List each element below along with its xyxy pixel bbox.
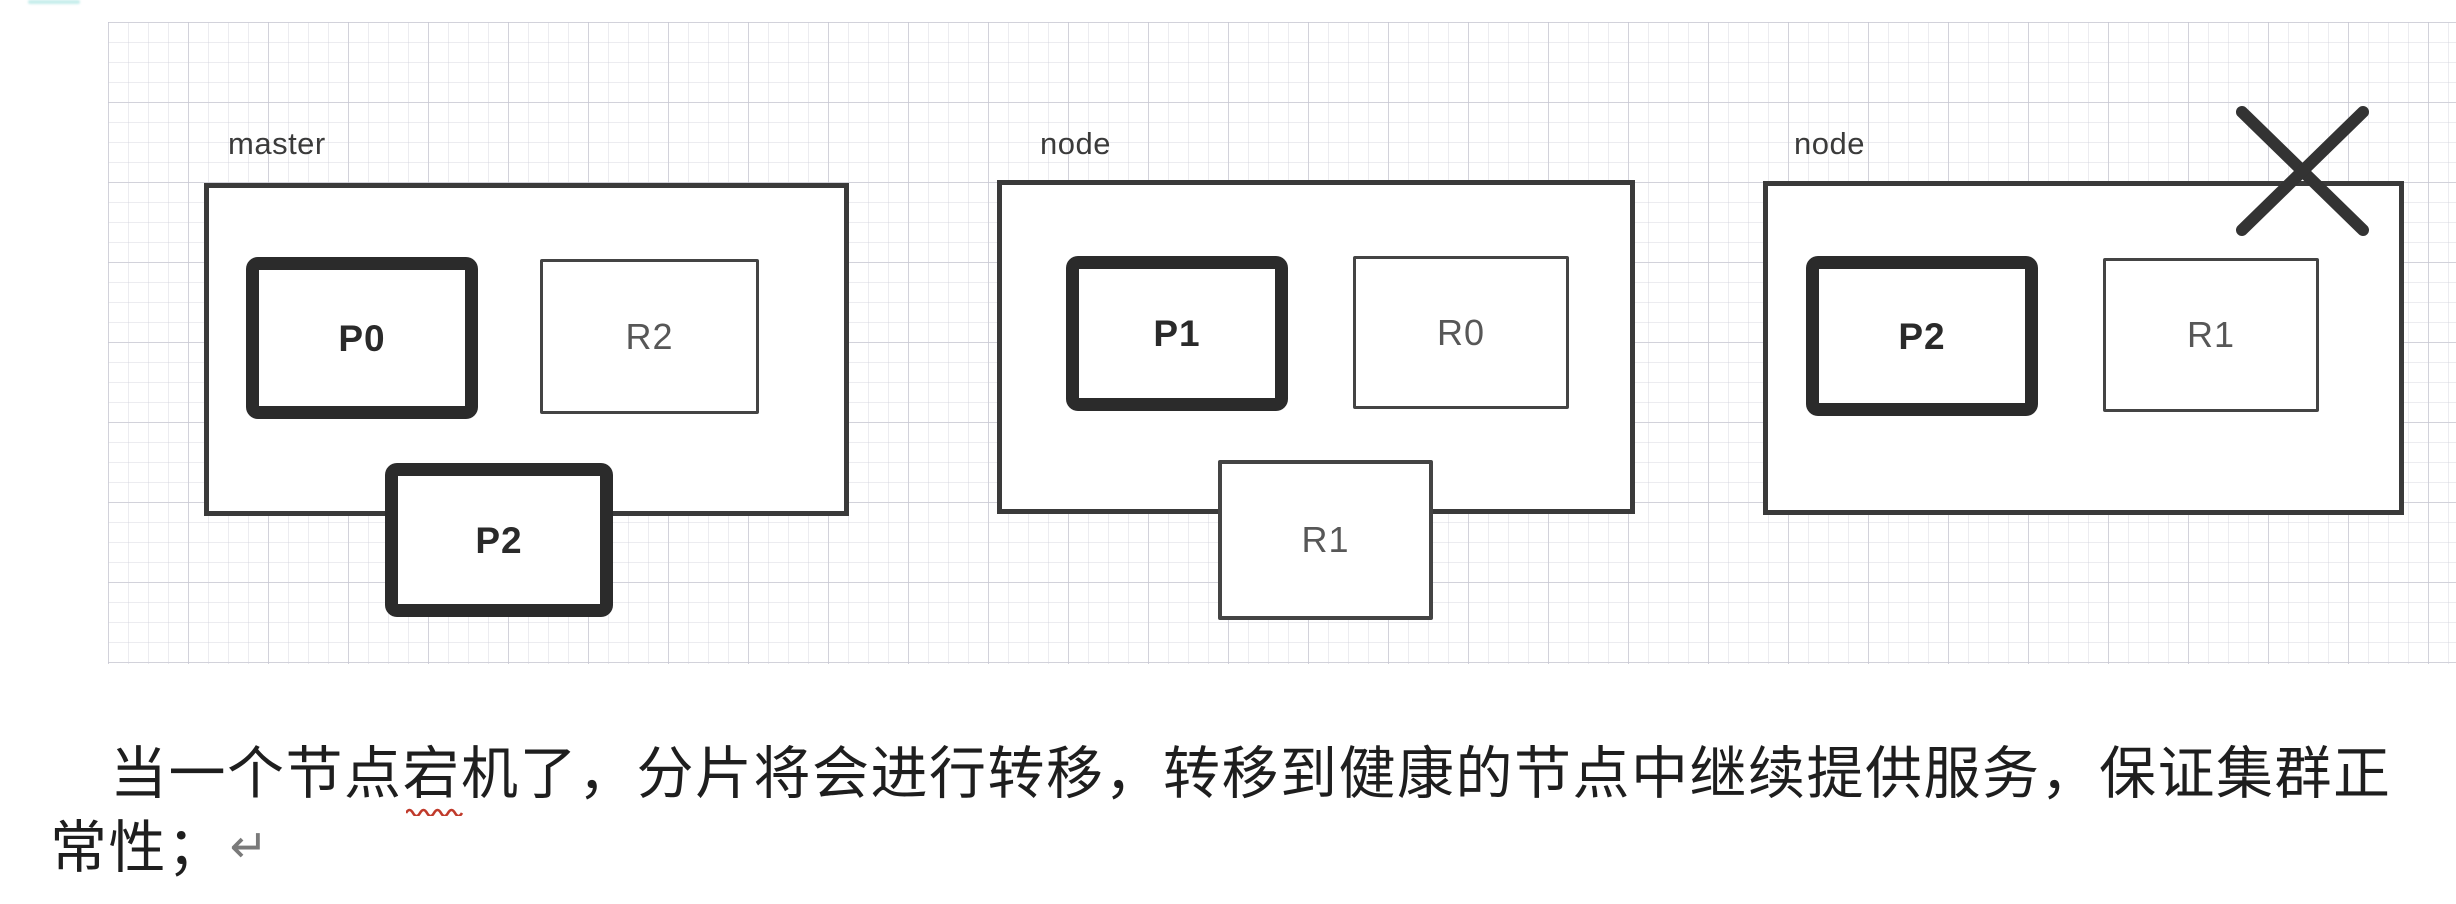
paragraph-text: 机了，分片将会进行转移，转移到健康的节点中继续提供服务，保证集群正 <box>461 743 2392 806</box>
failed-node-x-icon <box>2236 106 2369 236</box>
shard-p1: P1 <box>1066 256 1288 411</box>
shard-r2: R2 <box>540 259 759 414</box>
shard-p1-label: P1 <box>1153 313 1201 354</box>
node-label-master: master <box>228 126 326 161</box>
shard-r0-label: R0 <box>1436 311 1486 353</box>
shard-p2: P2 <box>1806 256 2038 416</box>
paragraph-text: 当一个节点 <box>110 743 403 806</box>
paragraph-return-mark: ↵ <box>229 819 269 873</box>
misspelled-char: 宕 <box>402 743 461 806</box>
shard-p2-relocating: P2 <box>385 463 613 617</box>
shard-p2-label: P2 <box>1898 315 1946 357</box>
shard-p2-relocating-label: P2 <box>475 519 523 561</box>
shard-r1-relocating-label: R1 <box>1301 519 1350 560</box>
shard-r0: R0 <box>1353 256 1569 409</box>
teal-artifact <box>28 0 80 4</box>
paragraph-line-1[interactable]: 当一个节点宕 机了，分片将会进行转移，转移到健康的节点中继续提供服务，保证集群正 <box>110 743 2392 816</box>
shard-r2-label: R2 <box>625 315 674 357</box>
node-label-node2: node <box>1040 126 1111 161</box>
paragraph-line-2[interactable]: 常性；↵ <box>50 820 268 877</box>
paragraph-text: 常性； <box>50 817 226 880</box>
shard-p0-label: P0 <box>338 317 386 359</box>
shard-r1: R1 <box>2103 258 2319 412</box>
misspelled-word: 宕 <box>402 743 463 816</box>
shard-p0: P0 <box>246 257 478 419</box>
node-label-node3: node <box>1794 126 1865 161</box>
spellcheck-squiggle-icon <box>405 808 463 816</box>
shard-r1-label: R1 <box>2186 314 2236 355</box>
shard-r1-relocating: R1 <box>1218 460 1433 620</box>
